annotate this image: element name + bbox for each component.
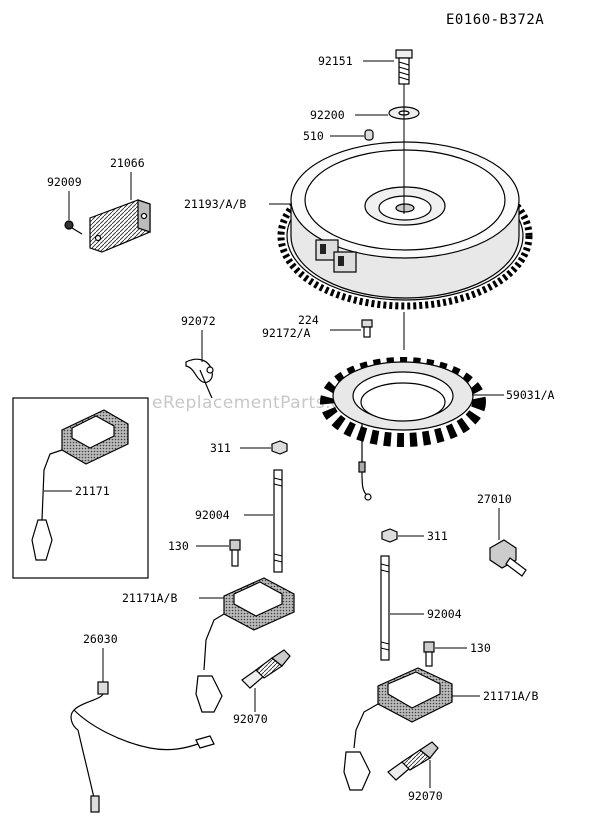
label-311-upper: 311 — [210, 441, 231, 455]
label-27010: 27010 — [477, 492, 512, 506]
bolt-130-right — [423, 641, 435, 667]
harness-26030 — [70, 681, 215, 813]
spark-plug-92070-left — [241, 649, 291, 689]
label-26030: 26030 — [83, 632, 118, 646]
label-92004-lower: 92004 — [427, 607, 462, 621]
label-130-right: 130 — [470, 641, 491, 655]
label-92004-upper: 92004 — [195, 508, 230, 522]
label-311-lower: 311 — [427, 529, 448, 543]
stud-92004-upper — [273, 469, 283, 573]
coil-21171ab-right — [343, 667, 453, 791]
stator-59031 — [320, 312, 486, 501]
bolt-92172 — [361, 319, 373, 338]
key-510 — [364, 129, 374, 141]
clamp-92072 — [185, 358, 214, 399]
bolt-130-left — [229, 539, 241, 567]
watermark: eReplacementParts.com — [152, 393, 369, 413]
label-92200: 92200 — [310, 108, 345, 122]
flywheel-21193 — [277, 141, 533, 310]
label-510: 510 — [303, 129, 324, 143]
coil-21171 — [31, 409, 129, 561]
label-21066: 21066 — [110, 156, 145, 170]
label-92172: 92172/A — [262, 326, 311, 340]
regulator-21066 — [89, 199, 151, 253]
label-21171ab-left: 21171A/B — [122, 591, 177, 605]
nut-311-lower — [381, 528, 398, 543]
label-21171: 21171 — [75, 484, 110, 498]
spark-plug-92070-right — [387, 741, 439, 781]
label-92070-right: 92070 — [408, 789, 443, 803]
label-92009: 92009 — [47, 175, 82, 189]
label-21193: 21193/A/B — [184, 197, 246, 211]
label-92151: 92151 — [318, 54, 353, 68]
sensor-27010 — [489, 539, 527, 577]
screw-92009 — [64, 220, 83, 235]
bolt-92151 — [395, 49, 413, 85]
label-224: 224 — [298, 313, 319, 327]
coil-21171ab-left — [195, 577, 295, 713]
label-92072: 92072 — [181, 314, 216, 328]
nut-311-upper — [271, 440, 288, 455]
label-130-left: 130 — [168, 539, 189, 553]
label-21171ab-right: 21171A/B — [483, 689, 538, 703]
label-92070-left: 92070 — [233, 712, 268, 726]
coil-21171-box — [12, 397, 149, 579]
stud-92004-lower — [380, 555, 390, 661]
label-59031: 59031/A — [506, 388, 555, 402]
diagram-code: E0160-B372A — [446, 12, 544, 28]
